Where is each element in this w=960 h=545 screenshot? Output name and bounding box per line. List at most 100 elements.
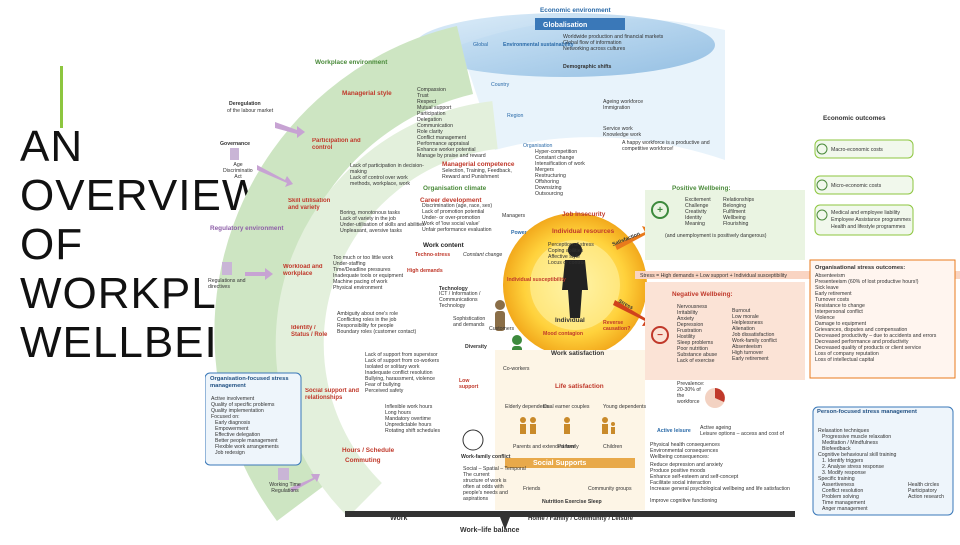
svg-text:Loss of company reputation: Loss of company reputation <box>815 351 879 357</box>
career-text: Discrimination (age, race, sex) Lack of … <box>422 203 493 233</box>
svg-text:Job redesign: Job redesign <box>215 450 245 456</box>
svg-text:Action research: Action research <box>908 494 944 500</box>
person-icon <box>562 243 588 318</box>
managers-label: Managers <box>502 213 525 219</box>
work-life-balance-bar <box>345 511 795 517</box>
social-supports-label: Social Supports <box>533 460 586 467</box>
deregulation-sub: of the labour market <box>227 108 274 114</box>
svg-text:Helplessness: Helplessness <box>732 320 763 326</box>
economic-environment-label: Economic environment <box>540 7 612 14</box>
svg-text:Better people management: Better people management <box>215 438 278 444</box>
medical-item: Employee Assistance programmes <box>831 217 911 223</box>
svg-text:+: + <box>657 205 663 216</box>
svg-text:Facilitate social interaction: Facilitate social interaction <box>650 480 711 486</box>
svg-text:Decreased performance and prod: Decreased performance and productivity <box>815 339 909 345</box>
org-stress-outcomes-box <box>809 259 956 379</box>
svg-text:Empowerment: Empowerment <box>215 426 249 432</box>
workplace-environment-label: Workplace environment <box>315 59 388 66</box>
svg-text:Challenge: Challenge <box>685 203 708 209</box>
minus-icon <box>651 326 669 344</box>
household-type: Elderly dependents <box>505 404 550 410</box>
supports-group: Community groups <box>588 486 632 492</box>
svg-text:Increase general psychological: Increase general psychological wellbeing… <box>650 486 790 492</box>
work-family-conflict-label: Work-family conflict <box>461 454 511 460</box>
svg-text:Outsourcing: Outsourcing <box>535 191 563 197</box>
work-content-label: Work content <box>423 242 465 249</box>
svg-text:High turnover: High turnover <box>732 350 763 356</box>
svg-text:Low morale: Low morale <box>732 314 759 320</box>
svg-text:Hyper-competition: Hyper-competition <box>535 149 577 155</box>
identity-text: Ambiguity about one's role Conflicting r… <box>337 311 417 335</box>
home-family-label: Home / Family / Community / Leisure <box>528 516 634 522</box>
svg-text:Sleep problems: Sleep problems <box>677 340 713 346</box>
household-role: Children <box>603 444 622 450</box>
skill-utilisation-label: Skill utilisation and variety <box>288 198 331 211</box>
org-changes-list: Hyper-competition Constant change Intens… <box>535 149 585 197</box>
working-time-label: Working Time Regulations <box>269 482 301 494</box>
managerial-style-label: Managerial style <box>342 90 392 97</box>
org-stress-items: Absenteeism Presenteeism (60% of lost pr… <box>815 273 937 363</box>
working-time-icon <box>278 468 289 480</box>
prevalence-value: 20-30% of the workforce <box>677 387 701 405</box>
negative-wellbeing-zone <box>645 282 805 380</box>
stress-arrow <box>613 300 655 326</box>
supports-group: Friends <box>523 486 541 492</box>
age-act-label: Age Discrimination Act <box>223 162 253 180</box>
positive-wellbeing-label: Positive Wellbeing: <box>672 185 730 192</box>
negative-wellbeing-label: Negative Wellbeing: <box>672 291 733 298</box>
svg-text:Wellbeing: Wellbeing <box>723 215 746 221</box>
stress-formula: Stress = High demands + Low support + In… <box>640 273 787 279</box>
svg-text:−: − <box>657 330 663 341</box>
person-focused-right: Health circles Participatory Action rese… <box>908 482 944 500</box>
sophistication-label: Sophistication and demands <box>453 316 486 328</box>
regulatory-environment-label: Regulatory environment <box>210 225 284 232</box>
work-satisfaction-label: Work satisfaction <box>551 350 604 357</box>
social-support-label: Social support and relationships <box>305 388 360 401</box>
svg-text:Work-family conflict: Work-family conflict <box>732 338 777 344</box>
career-development-label: Career development <box>420 197 482 204</box>
health-consequences-list: Physical health consequences Environment… <box>650 442 720 460</box>
svg-text:Quality implementation: Quality implementation <box>211 408 264 414</box>
participation-control-label: Participation and control <box>312 138 361 151</box>
household-role: Parents and extended family <box>513 444 579 450</box>
svg-text:Trust: Trust <box>417 93 429 99</box>
globe-graphic <box>415 13 715 77</box>
svg-text:Resistance to change: Resistance to change <box>815 303 865 309</box>
svg-text:Early retirement: Early retirement <box>732 356 769 362</box>
svg-text:Perception of stress: Perception of stress <box>548 242 594 248</box>
age-act-icon <box>230 148 239 160</box>
happy-workforce-note: A happy workforce is a productive and co… <box>622 140 710 152</box>
svg-text:Job dissatisfaction: Job dissatisfaction <box>732 332 775 338</box>
svg-text:Manage by praise and reward: Manage by praise and reward <box>417 153 486 159</box>
positive-items-left: Excitement Challenge Creativity Identity… <box>685 197 711 227</box>
work-label: Work <box>390 515 407 522</box>
svg-text:Produce positive moods: Produce positive moods <box>650 468 706 474</box>
globalisation-item: Networking across cultures <box>563 46 626 52</box>
svg-text:2. Analyse stress response: 2. Analyse stress response <box>822 464 884 470</box>
svg-text:Mutual support: Mutual support <box>417 105 452 111</box>
mood-contagion-label: Mood contagion <box>543 331 583 337</box>
work-family-note: The current structure of work is often a… <box>463 472 508 502</box>
slide-title: AN OVERVIEW OF WORKPLACE WELLBEING <box>20 122 311 367</box>
techno-stress-label: Techno-stress <box>415 252 450 258</box>
coworkers-label: Co-workers <box>503 366 530 372</box>
svg-text:Lack of exercise: Lack of exercise <box>677 358 715 364</box>
svg-text:Problem solving: Problem solving <box>822 494 859 500</box>
managerial-items-list: Compassion Trust Respect Mutual support … <box>417 87 486 159</box>
svg-text:1. Identify triggers: 1. Identify triggers <box>822 458 864 464</box>
svg-text:Meditation / Mindfulness: Meditation / Mindfulness <box>822 440 878 446</box>
commuting-label: Commuting <box>345 457 381 464</box>
svg-text:Violence: Violence <box>815 315 835 321</box>
svg-text:Reduce depression and anxiety: Reduce depression and anxiety <box>650 462 723 468</box>
wellbeing-items-list: Reduce depression and anxiety Produce po… <box>650 462 790 504</box>
svg-text:Decreased quality of products: Decreased quality of products or client … <box>815 345 921 351</box>
managerial-competence-label: Managerial competence <box>442 161 515 168</box>
svg-text:Conflict resolution: Conflict resolution <box>822 488 863 494</box>
svg-text:Offshoring: Offshoring <box>535 179 559 185</box>
technology-label: Technology <box>439 286 468 292</box>
svg-text:Constant change: Constant change <box>535 155 574 161</box>
managerial-competence-text: Selection, Training, Feedback, Reward an… <box>442 168 512 180</box>
svg-text:Hostility: Hostility <box>677 334 696 340</box>
svg-text:Burnout: Burnout <box>732 308 751 314</box>
positive-wellbeing-zone <box>645 190 805 260</box>
